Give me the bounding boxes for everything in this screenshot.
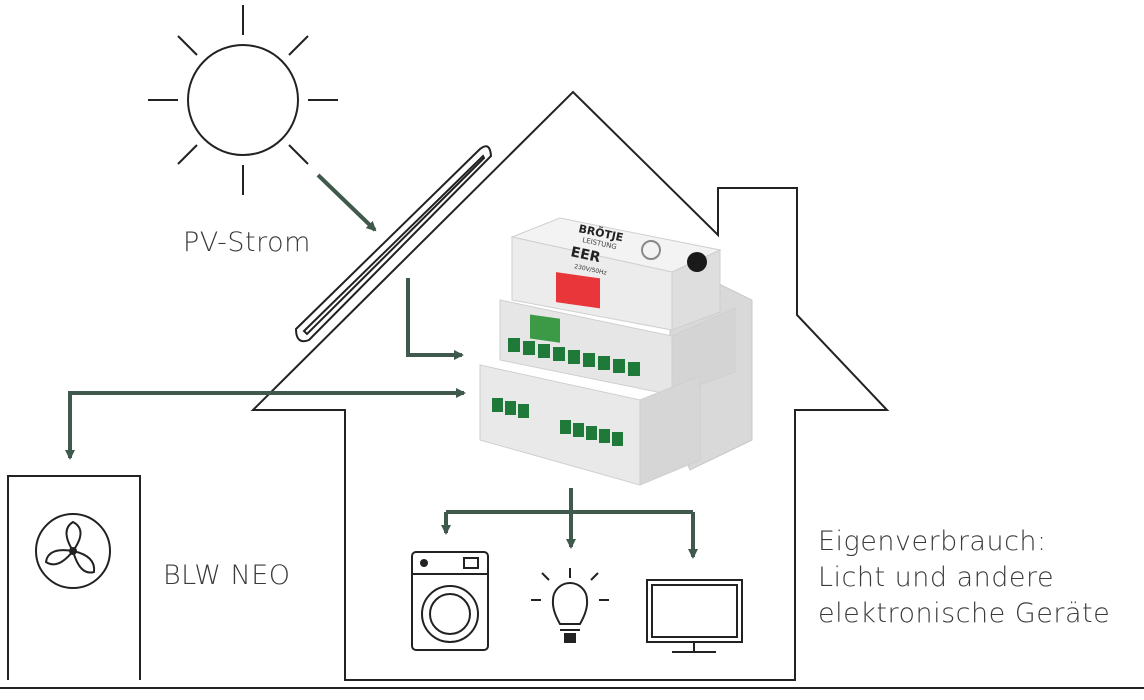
lower-right-terminals bbox=[560, 420, 623, 446]
eigenverbrauch-line-1: Eigenverbrauch: bbox=[818, 526, 1047, 557]
fan-blades-icon bbox=[44, 520, 96, 574]
sun-icon bbox=[148, 5, 338, 195]
green-connector bbox=[530, 314, 560, 343]
device-model: EER bbox=[569, 244, 602, 266]
fan-icon bbox=[35, 513, 111, 589]
light-bulb-icon bbox=[531, 568, 609, 643]
eigenverbrauch-line-2: Licht und andere bbox=[818, 562, 1055, 593]
eigenverbrauch-label: Eigenverbrauch: Licht und andere elektro… bbox=[818, 524, 1110, 632]
device-to-blw-arrow bbox=[65, 391, 462, 460]
monitor-icon bbox=[646, 579, 743, 653]
blw-neo-unit bbox=[7, 475, 141, 680]
distribution-arrows bbox=[441, 488, 698, 559]
eigenverbrauch-line-3: elektronische Geräte bbox=[818, 598, 1111, 629]
house-outline bbox=[250, 90, 890, 681]
lower-left-terminals bbox=[492, 398, 529, 418]
washing-machine-icon bbox=[411, 551, 489, 651]
sunlight-arrow bbox=[316, 173, 377, 232]
solar-panel-icon bbox=[294, 145, 493, 343]
eer-controller-device: BRÖTJE LEISTUNG EER 230V/50Hz bbox=[479, 217, 753, 486]
power-ring bbox=[641, 240, 661, 260]
pv-to-device-arrow bbox=[406, 278, 464, 360]
dial-knob bbox=[687, 252, 707, 272]
upper-terminals bbox=[508, 338, 640, 376]
blw-neo-label: BLW NEO bbox=[163, 560, 291, 591]
pv-strom-label: PV-Strom bbox=[183, 227, 311, 258]
status-display bbox=[556, 272, 600, 309]
